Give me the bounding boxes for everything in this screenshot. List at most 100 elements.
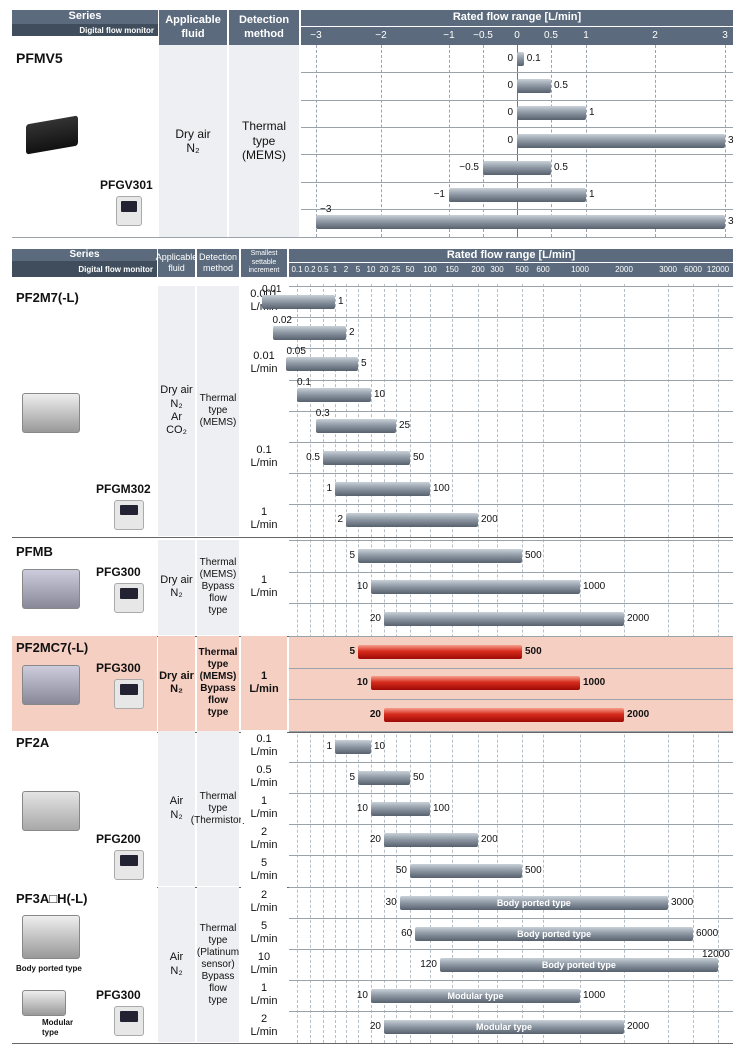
row-divider: [289, 286, 733, 287]
row-divider: [289, 636, 733, 637]
bottom-header-series: Series: [12, 249, 157, 261]
increment-cell: 10 L/min: [241, 949, 287, 979]
bar-min-label: 0.5: [306, 451, 320, 463]
device-image: [22, 392, 80, 433]
bar-min-label: 60: [401, 927, 413, 939]
bottom-tick-label: 25: [391, 265, 401, 274]
method-cell: Thermal type (MEMS): [197, 286, 239, 536]
row-divider: [289, 379, 733, 381]
monitor-image: [114, 583, 144, 614]
top-flow-bar: [483, 160, 551, 175]
monitor-model: PFG300: [96, 988, 141, 1002]
top-row-divider: [301, 99, 733, 101]
fluid-cell: Air N₂: [158, 731, 195, 886]
bar-inner-label: Body ported type: [496, 897, 571, 908]
bar-max-label: 25: [399, 420, 411, 432]
bar-min-label: 10: [356, 802, 368, 814]
top-row-divider: [301, 181, 733, 183]
flow-bar: [384, 611, 624, 626]
row-divider: [289, 473, 733, 475]
bottom-tick-label: 20: [379, 265, 389, 274]
top-grid-line: [449, 45, 450, 237]
increment-cell: 0.01 L/min: [241, 317, 287, 410]
bar-inner-label: Body ported type: [541, 959, 616, 970]
top-row-divider: [301, 72, 733, 74]
flow-bar: [262, 294, 335, 309]
bottom-tick-label: 600: [536, 265, 550, 274]
row-divider: [289, 504, 733, 506]
monitor-image: [114, 679, 144, 710]
bottom-tick-label: 200: [471, 265, 485, 274]
monitor-cell: [90, 286, 157, 536]
row-divider: [289, 442, 733, 443]
bar-max-label: 200: [481, 514, 498, 525]
bottom-tick-label: 2000: [615, 265, 633, 274]
bar-max-label: 50: [413, 451, 425, 463]
bottom-tick-label: 2: [343, 265, 349, 274]
flow-bar: [384, 832, 478, 847]
top-tick-label: 3: [722, 30, 728, 41]
top-bar-min-label: −3: [320, 204, 332, 216]
header-applicable-fluid: Applicable fluid: [159, 10, 227, 45]
image-caption-modular: Modular type: [42, 1018, 74, 1037]
top-bar-max-label: 1: [589, 107, 595, 119]
bar-max-label: 2000: [627, 612, 650, 624]
top-bar-max-label: 0.1: [526, 52, 541, 64]
flow-bar: [358, 770, 410, 785]
row-divider: [289, 317, 733, 319]
group-bottom-line: [12, 536, 733, 538]
top-grid-line: [483, 45, 484, 237]
flow-bar: [335, 481, 430, 496]
bottom-header-increment: Smallest settable increment: [241, 249, 287, 277]
bottom-tick-label: 12000: [706, 265, 730, 274]
bar-max-label: 10: [374, 389, 386, 401]
bar-max-label: 1000: [583, 581, 606, 593]
increment-cell: 2 L/min: [241, 1011, 287, 1041]
flow-bar: [358, 548, 522, 563]
increment-cell: 1 L/min: [241, 504, 287, 535]
monitor-model: PFG300: [96, 565, 141, 580]
top-table-bottom: [12, 237, 733, 238]
row-divider: [289, 887, 733, 888]
bar-min-label: 5: [349, 645, 355, 657]
bar-min-label: 0.02: [272, 314, 292, 326]
top-grid-line: [316, 45, 317, 237]
top-method-cell: Thermal type (MEMS): [229, 45, 299, 237]
top-grid-line: [725, 45, 726, 237]
bottom-tick-label: 6000: [684, 265, 702, 274]
bottom-tick-label: 150: [445, 265, 459, 274]
bar-min-label: 20: [369, 708, 381, 720]
flow-bar: [439, 957, 718, 972]
method-cell: Thermal type (Thermistor): [191, 731, 245, 886]
bar-max-label: 100: [433, 802, 450, 814]
top-flow-bar: [517, 51, 524, 66]
increment-cell: 1 L/min: [241, 540, 287, 634]
series-name: PF3A□H(-L): [16, 891, 88, 906]
top-tick-label: 0: [514, 30, 520, 41]
monitor-model: PFG300: [96, 661, 141, 676]
top-bar-min-label: −1: [433, 189, 445, 201]
flow-bar: [371, 580, 580, 595]
device-image: [22, 665, 80, 706]
bar-min-label: 10: [356, 677, 368, 689]
bottom-tick-label: 100: [423, 265, 437, 274]
flow-bar: [315, 419, 396, 434]
bar-min-label: 10: [356, 581, 368, 593]
top-tick-label: −2: [375, 30, 387, 41]
top-bar-min-label: 0: [507, 107, 513, 119]
bottom-tick-label: 300: [490, 265, 504, 274]
modular-device-image: [22, 990, 66, 1016]
bottom-tick-label: 3000: [659, 265, 677, 274]
row-divider: [289, 348, 733, 350]
flow-bar: [371, 988, 580, 1003]
bar-max-label: 10: [374, 740, 386, 752]
bar-min-label: 1: [326, 482, 332, 494]
bottom-tick-label: 500: [515, 265, 529, 274]
monitor-model: PFGM302: [96, 481, 151, 496]
top-row-divider: [301, 154, 733, 156]
flow-bar: [323, 450, 410, 465]
header-rated-flow-range: Rated flow range [L/min]: [301, 10, 733, 26]
top-bar-min-label: 0: [507, 134, 513, 146]
flow-bar: [410, 863, 522, 878]
bar-max-label: 500: [525, 549, 542, 561]
